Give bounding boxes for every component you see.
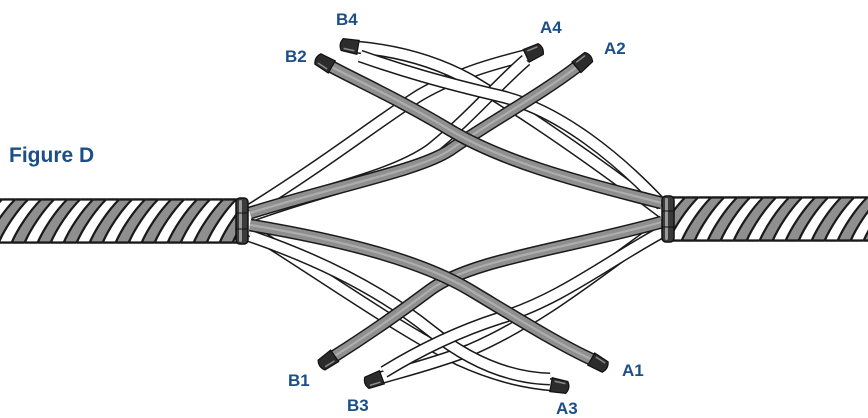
- strand-a4: [246, 48, 530, 216]
- tip-b2-icon: [314, 53, 337, 74]
- tip-a2-icon: [571, 51, 594, 74]
- right-rope-icon: [670, 196, 868, 242]
- strand-a2: [248, 60, 582, 220]
- strand-b4-loop: [357, 49, 667, 210]
- unlaid-strands: [246, 40, 667, 392]
- label-a4: A4: [540, 18, 562, 37]
- tip-b3-icon: [363, 369, 386, 390]
- tip-b1-icon: [317, 349, 340, 371]
- figure-title: Figure D: [9, 144, 95, 167]
- strand-ends: [314, 38, 609, 394]
- strand-a1: [248, 218, 596, 366]
- left-whipping-icon: [235, 197, 249, 245]
- label-b1: B1: [288, 371, 310, 390]
- strand-a3-loop: [247, 229, 551, 386]
- strand-b2: [326, 60, 664, 210]
- right-whipping-icon: [661, 195, 675, 243]
- label-a1: A1: [622, 361, 644, 380]
- tip-a3-icon: [549, 377, 570, 394]
- label-b2: B2: [285, 47, 307, 66]
- tip-a1-icon: [586, 352, 609, 373]
- label-b3: B3: [347, 396, 369, 415]
- tip-a4-icon: [522, 42, 544, 64]
- label-b4: B4: [336, 10, 358, 29]
- strand-b3-loop: [380, 226, 666, 378]
- label-a2: A2: [604, 39, 626, 58]
- tip-b4-icon: [339, 38, 360, 55]
- left-rope-icon: [0, 198, 242, 244]
- label-a3: A3: [556, 399, 578, 418]
